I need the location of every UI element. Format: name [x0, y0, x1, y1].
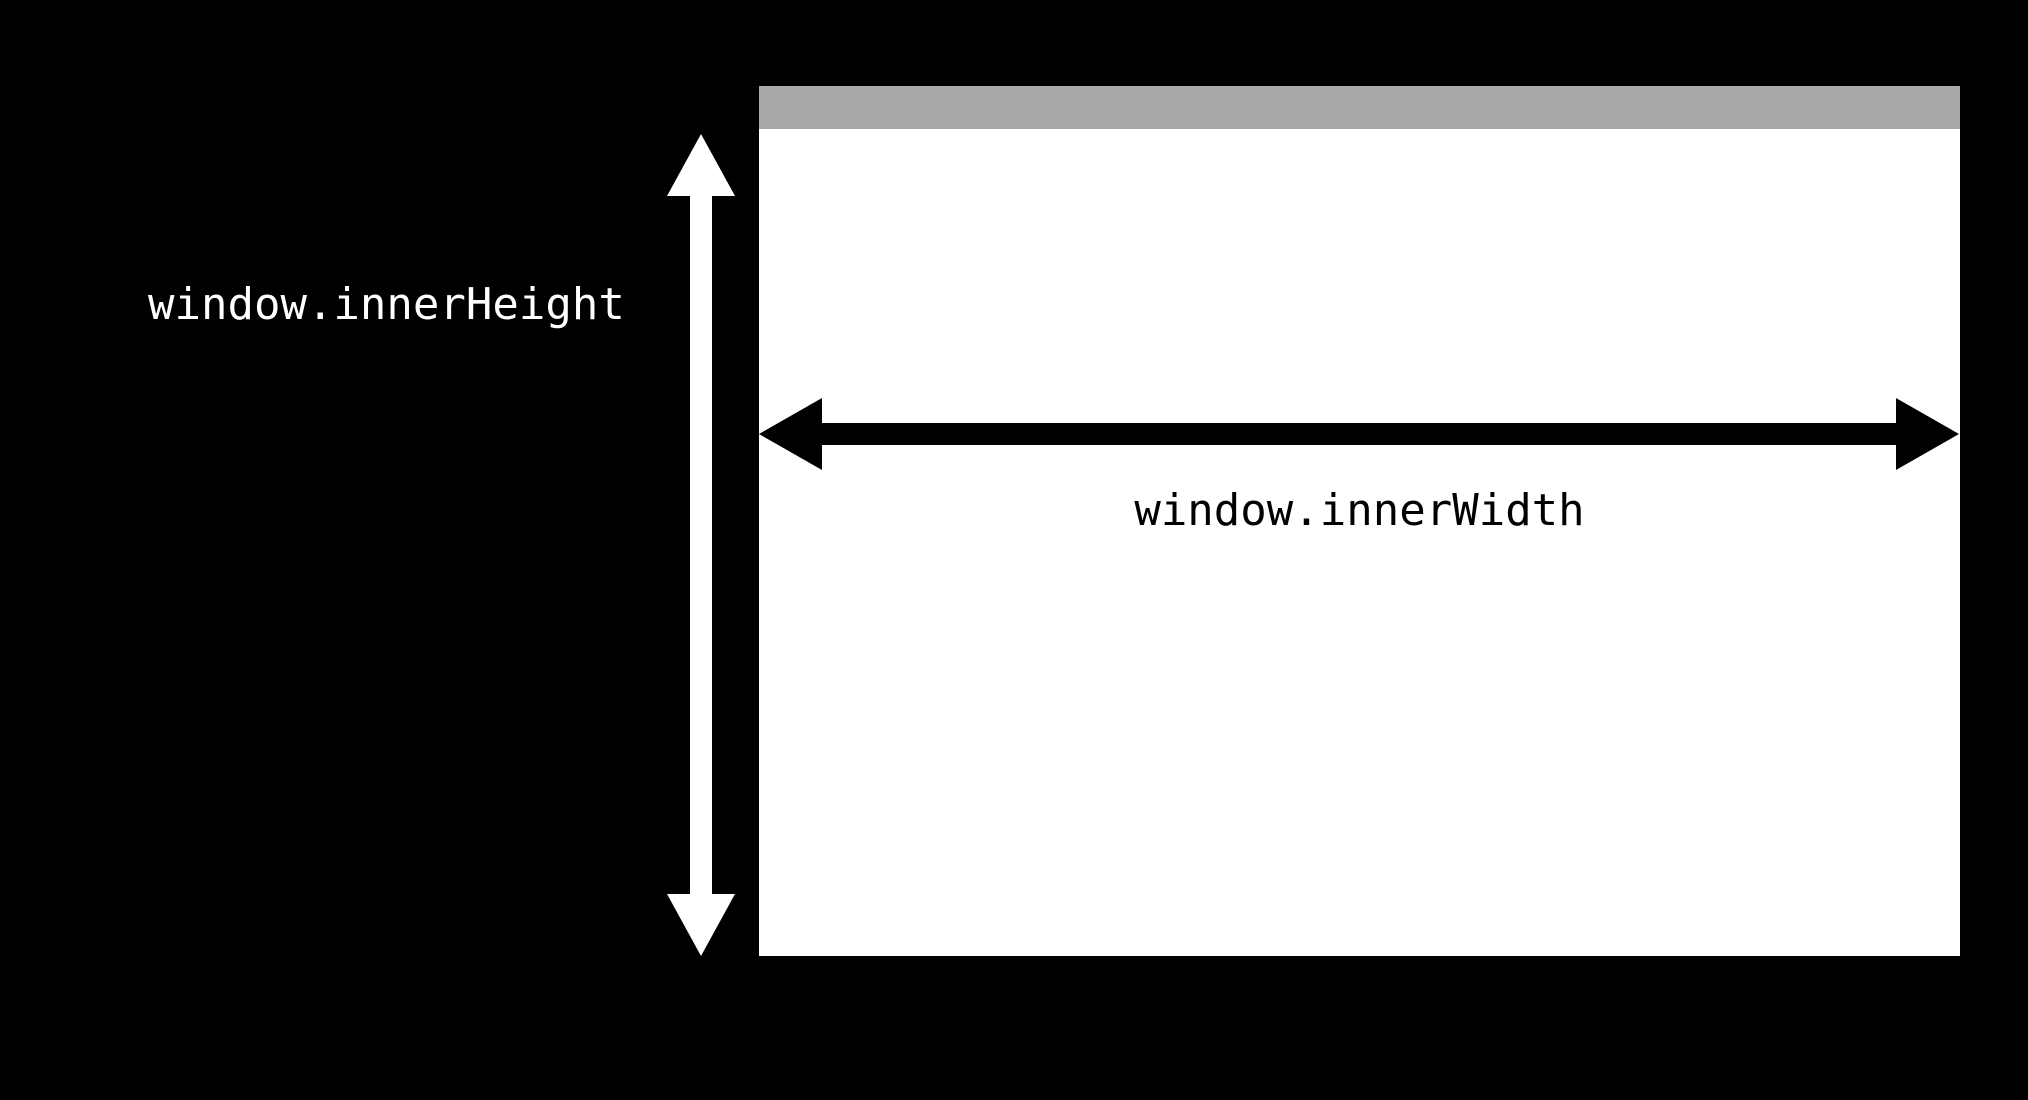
- inner-width-arrow-icon: [759, 398, 1959, 470]
- inner-height-arrow-icon: [667, 134, 735, 956]
- inner-height-label: window.innerHeight: [148, 279, 625, 330]
- double-headed-vertical-arrow-shape: [667, 134, 735, 956]
- browser-title-bar: [759, 86, 1960, 129]
- browser-window-box: window.innerWidth: [759, 86, 1960, 956]
- inner-width-label: window.innerWidth: [1134, 485, 1585, 536]
- double-headed-horizontal-arrow-shape: [759, 398, 1959, 470]
